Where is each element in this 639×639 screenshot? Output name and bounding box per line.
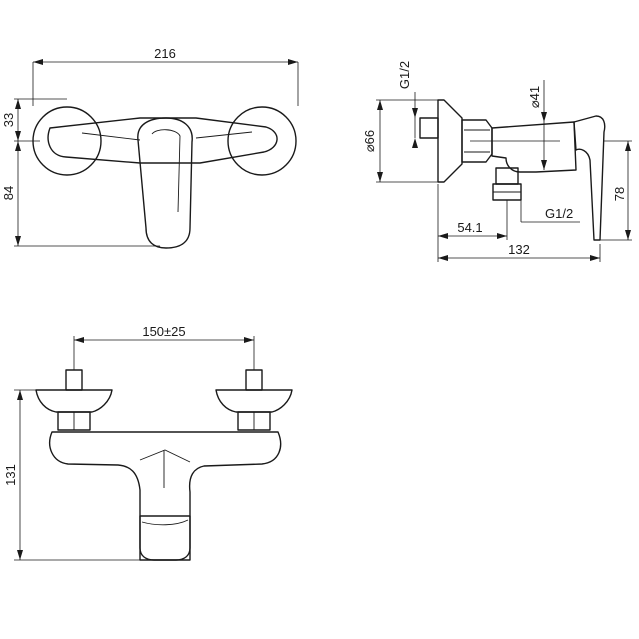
right-inlet (245, 369, 263, 391)
left-escutcheon (32, 106, 102, 176)
arrow (541, 112, 547, 122)
dim-width: 216 (154, 46, 176, 61)
arrow (33, 59, 43, 65)
side-escutcheon (437, 99, 463, 183)
arrow (625, 230, 631, 240)
nut-lines (464, 129, 490, 153)
arrow (15, 99, 21, 109)
arrow (497, 233, 507, 239)
arrow (15, 236, 21, 246)
right-escutcheon (227, 106, 297, 176)
arrow (412, 108, 418, 118)
left-inlet (65, 369, 83, 391)
dim-height: 78 (612, 187, 627, 201)
top-body (49, 431, 282, 561)
dim-diameter-large: ⌀66 (362, 130, 377, 152)
dim-height-lower: 84 (1, 186, 16, 200)
arrow (438, 255, 448, 261)
dim-height-upper: 33 (1, 113, 16, 127)
side-lever (573, 115, 606, 241)
dim-height-top: 131 (3, 464, 18, 486)
dim-thread-outlet: G1/2 (545, 206, 573, 221)
arrow (625, 141, 631, 151)
arrow (17, 550, 23, 560)
front-view: 216 33 84 (1, 46, 299, 249)
lever-highlight (151, 129, 181, 213)
top-lever (139, 515, 191, 561)
arrow (15, 141, 21, 151)
arrow (590, 255, 600, 261)
arrow (15, 131, 21, 141)
arrow (412, 138, 418, 148)
dim-center-distance: 150±25 (142, 324, 185, 339)
top-lever-edge (141, 519, 189, 526)
right-escutcheon-top (215, 389, 293, 413)
top-view: 150±25 131 (3, 324, 293, 561)
lever-handle (137, 117, 193, 249)
dim-thread-top: G1/2 (397, 61, 412, 89)
arrow (541, 160, 547, 170)
arrow (438, 233, 448, 239)
arrow (377, 172, 383, 182)
side-view: ⌀66 G1/2 ⌀41 78 G1/2 54.1 132 (362, 61, 632, 262)
dim-depth: 132 (508, 242, 530, 257)
inlet-pipe (419, 117, 439, 139)
body-highlight (81, 131, 253, 141)
arrow (288, 59, 298, 65)
arrow (74, 337, 84, 343)
arrow (377, 100, 383, 110)
dim-diameter-small: ⌀41 (527, 86, 542, 108)
side-body (491, 121, 577, 173)
arrow (17, 390, 23, 400)
dim-outlet-offset: 54.1 (457, 220, 482, 235)
arrow (244, 337, 254, 343)
mixer-body (47, 117, 278, 164)
top-body-facet (139, 449, 191, 488)
left-escutcheon-top (35, 389, 113, 413)
